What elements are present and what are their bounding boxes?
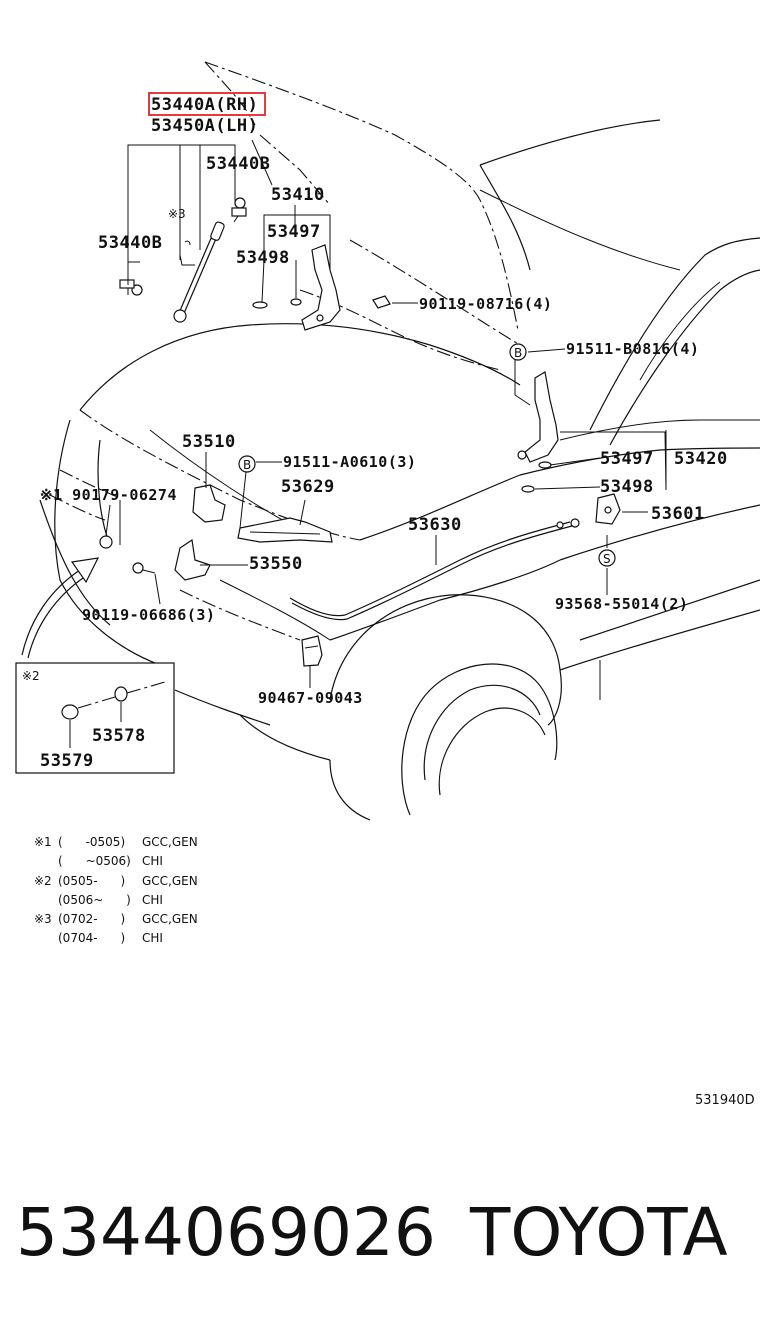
- footer-brand: TOYOTA: [469, 1194, 728, 1271]
- label-91511-b0816[interactable]: 91511-B0816(4): [566, 340, 699, 358]
- b-mark-1: B: [514, 346, 522, 360]
- label-53450a-lh[interactable]: 53450A(LH): [151, 116, 258, 136]
- label-90179-06274[interactable]: ※1 90179-06274: [40, 486, 177, 504]
- label-53579[interactable]: 53579: [40, 751, 94, 771]
- svg-text:( ~0506): ( ~0506): [58, 854, 131, 868]
- label-53630[interactable]: 53630: [408, 515, 462, 535]
- hood-hinge-lh[interactable]: [252, 244, 391, 331]
- label-53497-right[interactable]: 53497: [600, 449, 654, 469]
- note-row: ※1 ( -0505) GCC,GEN: [34, 835, 198, 849]
- svg-text:※2: ※2: [34, 874, 52, 888]
- label-53497-top[interactable]: 53497: [267, 222, 321, 242]
- svg-text:(0506~ ): (0506~ ): [58, 893, 131, 907]
- label-53420[interactable]: 53420: [674, 449, 728, 469]
- label-91511-a0610[interactable]: 91511-A0610(3): [283, 453, 416, 471]
- svg-text:CHI: CHI: [142, 931, 163, 945]
- inset-mark: ※2: [22, 669, 40, 683]
- note-row: (0704- ) CHI: [58, 931, 163, 945]
- spring-clip: [184, 240, 191, 246]
- b-circle-mark: [238, 455, 256, 473]
- svg-text:GCC,GEN: GCC,GEN: [142, 912, 198, 926]
- label-53498-top[interactable]: 53498: [236, 248, 290, 268]
- hood-lock-assembly[interactable]: [99, 484, 226, 581]
- label-53440a-rh[interactable]: 53440A(RH): [151, 95, 258, 115]
- b-mark-2: B: [243, 458, 251, 472]
- label-53550[interactable]: 53550: [249, 554, 303, 574]
- bushing-part[interactable]: [61, 704, 79, 720]
- svg-text:GCC,GEN: GCC,GEN: [142, 874, 198, 888]
- svg-text:CHI: CHI: [142, 854, 163, 868]
- cushion-part[interactable]: [114, 686, 128, 702]
- label-53440b-top[interactable]: 53440B: [206, 154, 270, 174]
- label-53440b-left[interactable]: 53440B: [98, 233, 162, 253]
- note3-mark: ※3: [168, 207, 186, 221]
- label-53601[interactable]: 53601: [651, 504, 705, 524]
- hood-support-strut[interactable]: [173, 221, 225, 323]
- label-93568-55014[interactable]: 93568-55014(2): [555, 595, 688, 613]
- ball-stud-lower[interactable]: [119, 279, 143, 296]
- note-row: (0506~ ) CHI: [58, 893, 163, 907]
- s-circle-mark: [598, 549, 616, 567]
- leader-lines: [21, 139, 667, 688]
- diagram-code: 531940D: [695, 1093, 755, 1108]
- release-lever[interactable]: [595, 493, 621, 525]
- label-90119-06686[interactable]: 90119-06686(3): [82, 606, 215, 624]
- s-mark: S: [603, 552, 611, 566]
- hood-hinge-rh[interactable]: [517, 371, 559, 493]
- inset-detail: ※2 53578 53579: [15, 662, 175, 774]
- label-53410[interactable]: 53410: [271, 185, 325, 205]
- vehicle-outline: [39, 61, 760, 821]
- svg-text:( -0505): ( -0505): [58, 835, 125, 849]
- footer-part-number: 5344069026: [16, 1194, 436, 1271]
- note-row: ※3 (0702- ) GCC,GEN: [34, 912, 198, 926]
- label-53578[interactable]: 53578: [92, 726, 146, 746]
- lock-control-cable-clamp[interactable]: [301, 635, 323, 667]
- label-53629[interactable]: 53629: [281, 477, 335, 497]
- svg-text:※3: ※3: [34, 912, 52, 926]
- circle-marks: B B S: [238, 343, 616, 567]
- part-labels: 53440A(RH) 53450A(LH) 53440B ※3 53440B 5…: [40, 92, 728, 707]
- label-53498-right[interactable]: 53498: [600, 477, 654, 497]
- release-cable[interactable]: [289, 518, 580, 621]
- svg-text:GCC,GEN: GCC,GEN: [142, 835, 198, 849]
- inset-frame: [15, 662, 175, 774]
- ball-stud-upper[interactable]: [231, 197, 247, 223]
- highlight-box: [148, 92, 266, 116]
- label-90119-08716[interactable]: 90119-08716(4): [419, 295, 552, 313]
- svg-text:※1: ※1: [34, 835, 52, 849]
- note-row: ※2 (0505- ) GCC,GEN: [34, 874, 198, 888]
- b-circle-mark: [509, 343, 527, 361]
- svg-text:CHI: CHI: [142, 893, 163, 907]
- label-90467-09043[interactable]: 90467-09043: [258, 689, 363, 707]
- svg-text:(0702- ): (0702- ): [58, 912, 125, 926]
- notes-block: ※1 ( -0505) GCC,GEN ( ~0506) CHI ※2 (050…: [34, 835, 198, 945]
- lock-support-bracket[interactable]: [237, 517, 333, 543]
- svg-text:(0704- ): (0704- ): [58, 931, 125, 945]
- parts-drawings: [99, 197, 621, 667]
- svg-text:(0505- ): (0505- ): [58, 874, 125, 888]
- label-53510[interactable]: 53510: [182, 432, 236, 452]
- note-row: ( ~0506) CHI: [58, 854, 163, 868]
